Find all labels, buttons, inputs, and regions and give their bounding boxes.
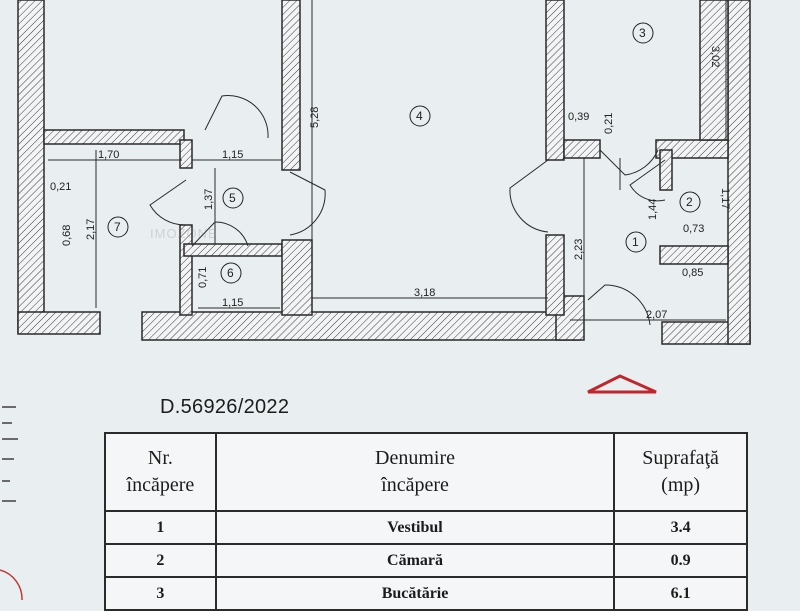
dim-2-23: 2,23 [573, 239, 585, 260]
dim-2-07: 2,07 [646, 309, 667, 321]
wall-outer-bottom-mid [141, 311, 581, 341]
dim-1-15-bottom: 1,15 [222, 297, 243, 309]
wall-kitchen-inner-right [699, 0, 729, 141]
room-markers [107, 22, 701, 284]
dim-0-85: 0,85 [682, 267, 703, 279]
dim-0-21-left: 0,21 [50, 181, 71, 193]
walls [17, 0, 751, 345]
stamp-curve [0, 569, 23, 600]
cell-name: Vestibul [214, 510, 616, 545]
dim-3-02: 3,02 [709, 46, 721, 67]
wall-outer-bottom-left [17, 311, 101, 335]
wall-living-right-top [545, 0, 565, 161]
wall-pantry-bottom [659, 245, 729, 265]
dim-1-17: 1,17 [719, 188, 731, 209]
dim-0-68: 0,68 [61, 225, 73, 246]
room-number-4: 4 [416, 109, 423, 123]
wall-kitchen-bottom-right [655, 139, 729, 159]
wall-pantry-left [659, 149, 673, 191]
cell-nr: 3 [104, 576, 217, 611]
dim-0-73: 0,73 [683, 223, 704, 235]
wall-vertical-left-room-bottom [43, 129, 185, 145]
rooms-table: Nr. încăpere Denumire încăpere Suprafaţă… [104, 432, 748, 611]
wall-outer-right [727, 0, 751, 345]
header-name: Denumire încăpere [214, 432, 616, 512]
door-swing-3 [289, 171, 326, 236]
dim-3-18: 3,18 [414, 287, 435, 299]
door-swings [149, 95, 666, 326]
wall-left-room-divider [179, 139, 193, 169]
door-swing-4 [191, 221, 249, 247]
wall-kitchen-bottom [563, 139, 601, 159]
room-number-2: 2 [686, 195, 693, 209]
cell-area: 0.9 [613, 543, 748, 578]
dimension-lines [48, 0, 729, 322]
cell-nr: 2 [104, 543, 217, 578]
dim-1-70: 1,70 [98, 149, 119, 161]
wall-living-right-bottom [545, 234, 565, 316]
door-swing-5 [509, 159, 549, 233]
wall-bath-divider [183, 243, 283, 257]
room-number-1: 1 [632, 235, 639, 249]
dim-2-17: 2,17 [85, 219, 97, 240]
wall-living-left-bottom [281, 239, 313, 316]
door-swing-2 [149, 179, 187, 226]
cell-name: Bucătărie [214, 576, 616, 611]
dim-0-21-right: 0,21 [603, 113, 615, 134]
table-row: 1 Vestibul 3.4 [104, 510, 748, 545]
watermark: IMOZONE [150, 226, 218, 241]
dim-1-15-top: 1,15 [222, 149, 243, 161]
table-row: 2 Cămară 0.9 [104, 543, 748, 578]
document-id: D.56926/2022 [160, 396, 290, 418]
room-number-3: 3 [639, 26, 646, 40]
floor-plan: 1,70 1,15 5,28 1,37 0,21 0,68 2,17 0,71 … [17, 0, 751, 394]
cell-area: 6.1 [613, 576, 748, 611]
header-nr: Nr. încăpere [104, 432, 217, 512]
stamp-graphic [0, 400, 22, 510]
door-swing-8 [587, 284, 651, 326]
wall-outer-left [17, 0, 45, 333]
door-swing-7 [629, 159, 666, 202]
room-number-7: 7 [114, 220, 121, 234]
cell-name: Cămară [214, 543, 616, 578]
dim-0-71: 0,71 [197, 267, 209, 288]
table-header-row: Nr. încăpere Denumire încăpere Suprafaţă… [104, 432, 748, 512]
dim-1-37: 1,37 [203, 189, 215, 210]
north-arrow-icon [587, 374, 657, 394]
table-row: 3 Bucătărie 6.1 [104, 576, 748, 611]
room-number-6: 6 [227, 266, 234, 280]
dim-0-39: 0,39 [568, 111, 589, 123]
door-swing-1 [204, 95, 269, 139]
dim-1-44: 1,44 [647, 199, 659, 220]
dim-5-28: 5,28 [309, 107, 321, 128]
door-swing-6 [599, 149, 659, 176]
room-number-5: 5 [229, 191, 236, 205]
header-area: Suprafaţă (mp) [613, 432, 748, 512]
wall-living-left-top [281, 0, 301, 171]
cell-area: 3.4 [613, 510, 748, 545]
cell-nr: 1 [104, 510, 217, 545]
